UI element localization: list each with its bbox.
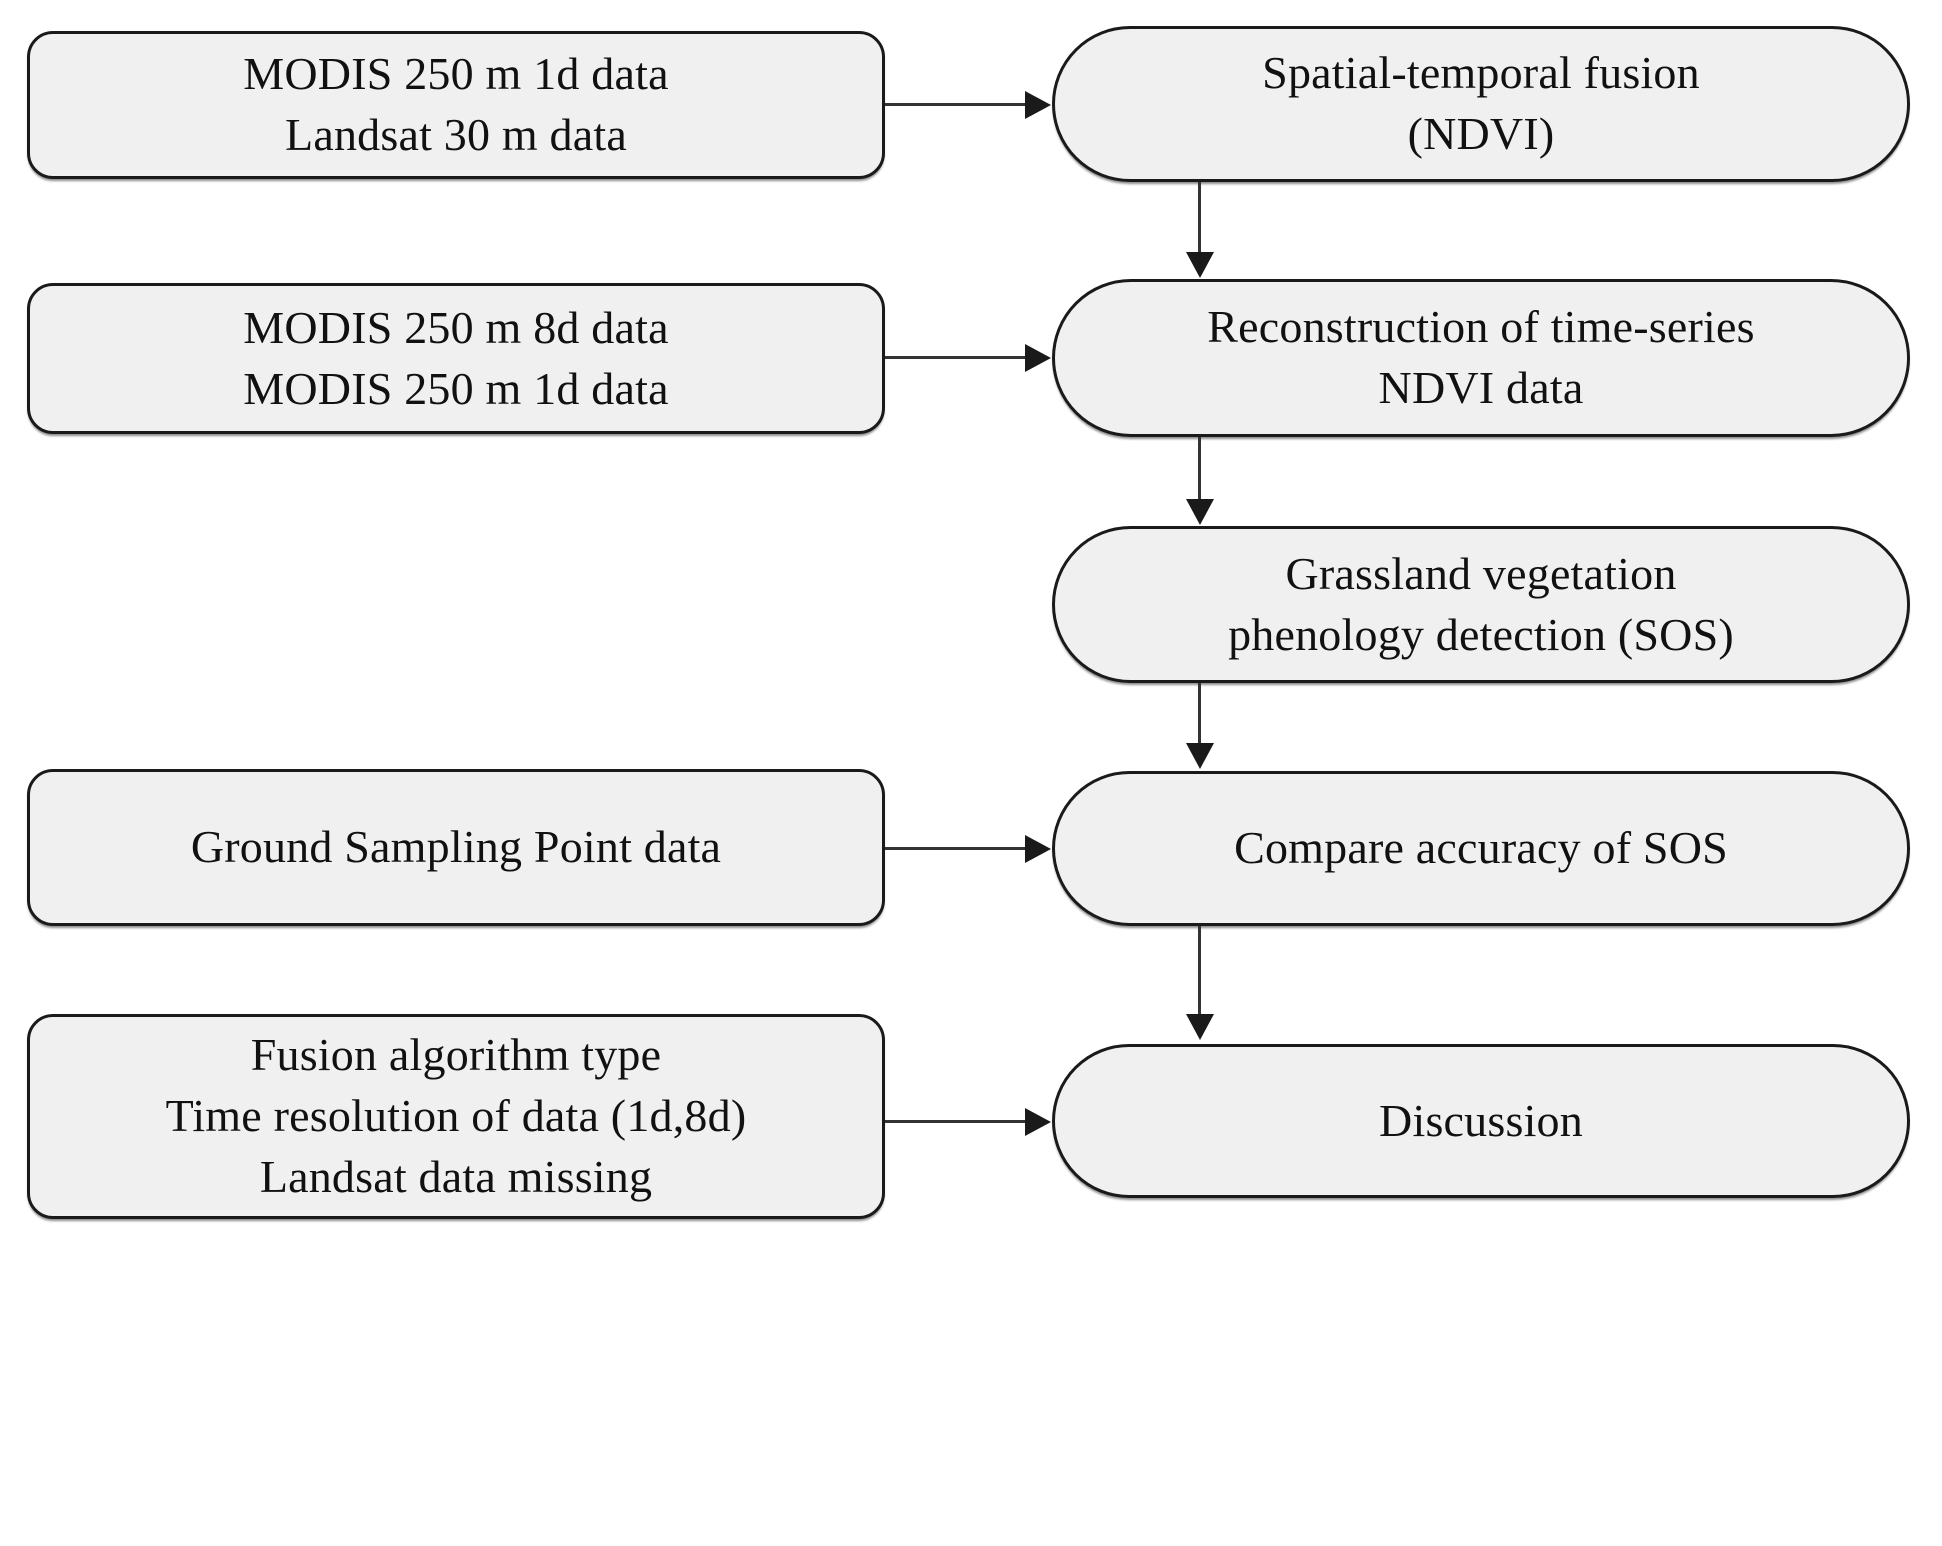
input-node-discussion-factors-line-2: Time resolution of data (1d,8d) (165, 1090, 747, 1142)
input-node-modis-8d-1d-line-1: MODIS 250 m 8d data (243, 301, 669, 353)
edge-phenology-to-compare-line (1198, 683, 1201, 745)
process-node-reconstruction-line-1: Reconstruction of time-series (1207, 301, 1755, 353)
input-node-ground-sampling-line-1: Ground Sampling Point data (190, 821, 722, 873)
edge-reconstruction-to-phenology-line (1198, 437, 1201, 501)
process-node-reconstruction[interactable]: Reconstruction of time-series NDVI data (1052, 279, 1910, 437)
process-node-reconstruction-line-2: NDVI data (1378, 362, 1584, 413)
input-node-modis-landsat[interactable]: MODIS 250 m 1d data Landsat 30 m data (27, 31, 885, 179)
edge-input3-to-compare-line (885, 847, 1025, 850)
input-node-discussion-factors-line-1: Fusion algorithm type (250, 1029, 662, 1081)
process-node-discussion-line-1: Discussion (1379, 1094, 1583, 1146)
input-node-modis-landsat-line-1: MODIS 250 m 1d data (243, 48, 669, 100)
process-node-phenology[interactable]: Grassland vegetation phenology detection… (1052, 526, 1910, 683)
process-node-discussion[interactable]: Discussion (1052, 1044, 1910, 1198)
process-node-fusion-line-2: (NDVI) (1407, 108, 1555, 159)
edge-input3-to-compare-arrowhead (1025, 835, 1051, 863)
edge-input4-to-discussion-line (885, 1120, 1025, 1123)
edge-phenology-to-compare-arrowhead (1186, 743, 1214, 769)
edge-input4-to-discussion-arrowhead (1025, 1108, 1051, 1136)
process-node-compare-line-1: Compare accuracy of SOS (1234, 822, 1728, 874)
edge-input2-to-reconstruction-line (885, 356, 1025, 359)
process-node-fusion[interactable]: Spatial-temporal fusion (NDVI) (1052, 26, 1910, 182)
input-node-discussion-factors[interactable]: Fusion algorithm type Time resolution of… (27, 1014, 885, 1219)
input-node-modis-landsat-line-2: Landsat 30 m data (285, 109, 627, 160)
input-node-discussion-factors-line-3: Landsat data missing (259, 1150, 653, 1202)
edge-compare-to-discussion-arrowhead (1186, 1014, 1214, 1040)
process-node-compare[interactable]: Compare accuracy of SOS (1052, 771, 1910, 926)
input-node-modis-8d-1d[interactable]: MODIS 250 m 8d data MODIS 250 m 1d data (27, 283, 885, 434)
edge-fusion-to-reconstruction-arrowhead (1186, 252, 1214, 278)
process-node-phenology-line-1: Grassland vegetation (1285, 547, 1677, 599)
process-node-fusion-line-1: Spatial-temporal fusion (1262, 47, 1700, 99)
edge-reconstruction-to-phenology-arrowhead (1186, 499, 1214, 525)
edge-compare-to-discussion-line (1198, 926, 1201, 1016)
edge-input1-to-fusion-arrowhead (1025, 91, 1051, 119)
process-node-phenology-line-2: phenology detection (SOS) (1228, 608, 1734, 660)
input-node-ground-sampling[interactable]: Ground Sampling Point data (27, 769, 885, 926)
edge-fusion-to-reconstruction-line (1198, 182, 1201, 254)
edge-input1-to-fusion-line (885, 103, 1025, 106)
edge-input2-to-reconstruction-arrowhead (1025, 344, 1051, 372)
input-node-modis-8d-1d-line-2: MODIS 250 m 1d data (243, 362, 669, 414)
